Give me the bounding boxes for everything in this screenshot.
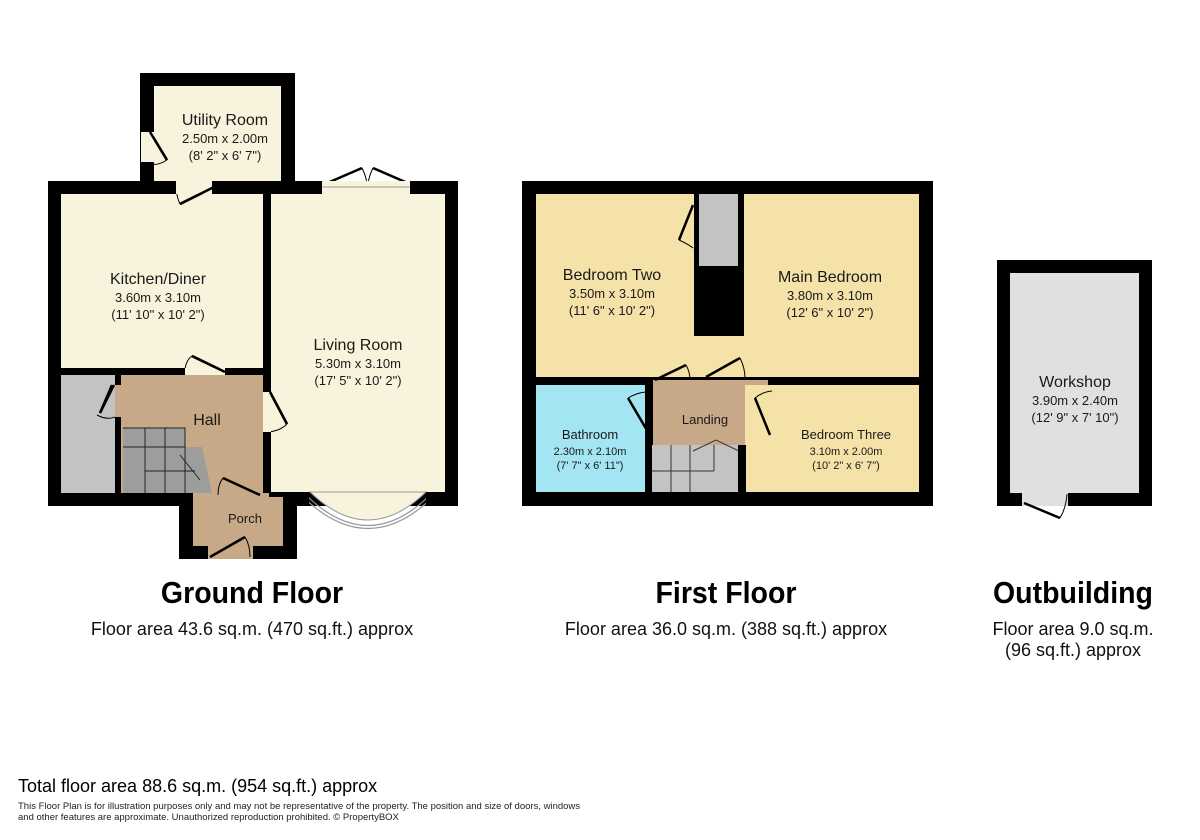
living-room-imperial: (17' 5" x 10' 2") bbox=[314, 373, 401, 388]
workshop bbox=[1010, 273, 1139, 493]
bathroom-metric: 2.30m x 2.10m bbox=[554, 446, 627, 458]
living-room-name: Living Room bbox=[314, 337, 403, 354]
first-floor-stairs bbox=[652, 445, 738, 492]
doors-first bbox=[626, 204, 773, 436]
bedroom-two-name: Bedroom Two bbox=[563, 267, 662, 284]
bathroom-imperial: (7' 7" x 6' 11") bbox=[557, 460, 624, 472]
outbuilding-area-line2: (96 sq.ft.) approx bbox=[1004, 640, 1142, 660]
first-floor-title: First Floor bbox=[655, 575, 797, 610]
staircase bbox=[123, 427, 212, 493]
bedroom-three-name: Bedroom Three bbox=[801, 427, 891, 442]
utility-room-name: Utility Room bbox=[182, 112, 268, 129]
bedroom-two bbox=[536, 194, 694, 377]
disclaimer-line-2: and other features are approximate. Unau… bbox=[18, 812, 399, 823]
porch bbox=[193, 497, 283, 546]
kitchen-imperial: (11' 10" x 10' 2") bbox=[111, 307, 204, 322]
utility-room-imperial: (8' 2" x 6' 7") bbox=[189, 148, 262, 163]
bedroom-two-metric: 3.50m x 3.10m bbox=[569, 286, 655, 301]
outbuilding-area-line1: Floor area 9.0 sq.m. bbox=[992, 619, 1154, 639]
understairs-cupboard bbox=[61, 375, 115, 493]
living-room-metric: 5.30m x 3.10m bbox=[315, 356, 401, 371]
workshop-metric: 3.90m x 2.40m bbox=[1032, 393, 1118, 408]
living-room bbox=[271, 194, 445, 492]
bedroom-three-imperial: (10' 2" x 6' 7") bbox=[812, 460, 880, 472]
outbuilding-title: Outbuilding bbox=[993, 575, 1153, 610]
bedroom-three bbox=[745, 385, 919, 492]
ground-floor-title: Ground Floor bbox=[160, 575, 344, 610]
bathroom bbox=[536, 385, 645, 492]
landing-name: Landing bbox=[682, 412, 728, 427]
utility-room bbox=[154, 86, 281, 192]
disclaimer: This Floor Plan is for illustration purp… bbox=[18, 801, 618, 823]
ground-floor-area: Floor area 43.6 sq.m. (470 sq.ft.) appro… bbox=[90, 619, 414, 639]
bedroom-two-imperial: (11' 6" x 10' 2") bbox=[569, 303, 655, 318]
main-bedroom-metric: 3.80m x 3.10m bbox=[787, 288, 873, 303]
bay-window bbox=[308, 491, 428, 521]
porch-name: Porch bbox=[228, 511, 262, 526]
total-floor-area: Total floor area 88.6 sq.m. (954 sq.ft.)… bbox=[18, 776, 378, 796]
hall-name: Hall bbox=[193, 412, 221, 429]
kitchen-metric: 3.60m x 3.10m bbox=[115, 290, 201, 305]
main-bedroom-name: Main Bedroom bbox=[778, 269, 882, 286]
cupboard bbox=[699, 194, 738, 266]
first-floor-plan: Bedroom Two 3.50m x 3.10m (11' 6" x 10' … bbox=[522, 181, 933, 506]
disclaimer-line-1: This Floor Plan is for illustration purp… bbox=[18, 801, 581, 812]
bedroom-three-metric: 3.10m x 2.00m bbox=[810, 446, 883, 458]
ground-floor-plan: Utility Room 2.50m x 2.00m (8' 2" x 6' 7… bbox=[48, 73, 458, 559]
workshop-imperial: (12' 9" x 7' 10") bbox=[1031, 410, 1118, 425]
kitchen-name: Kitchen/Diner bbox=[110, 271, 207, 288]
main-bedroom-imperial: (12' 6" x 10' 2") bbox=[786, 305, 873, 320]
workshop-name: Workshop bbox=[1039, 374, 1111, 391]
outbuilding-plan: Workshop 3.90m x 2.40m (12' 9" x 7' 10") bbox=[997, 260, 1152, 520]
utility-room-metric: 2.50m x 2.00m bbox=[182, 131, 268, 146]
bathroom-name: Bathroom bbox=[562, 427, 618, 442]
first-floor-area: Floor area 36.0 sq.m. (388 sq.ft.) appro… bbox=[564, 619, 888, 639]
main-bedroom bbox=[744, 194, 919, 377]
kitchen-diner bbox=[61, 194, 263, 368]
